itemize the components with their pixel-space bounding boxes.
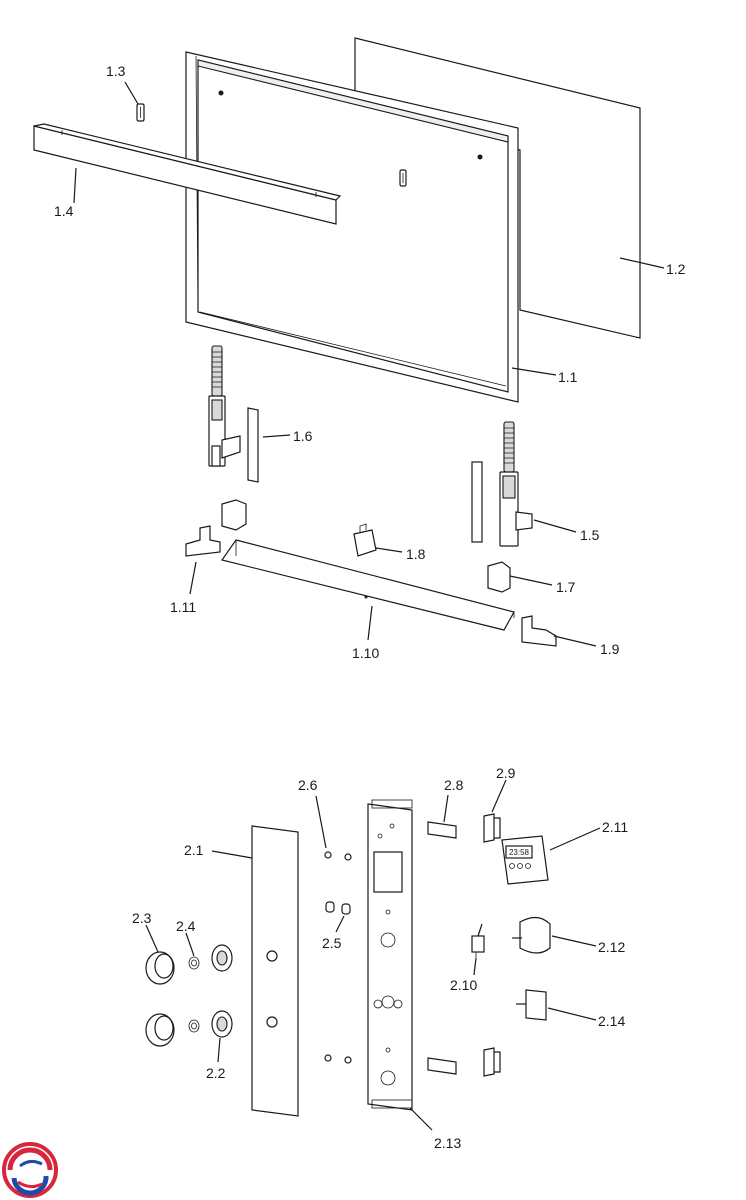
- part-1-5-hinge-right: [471, 421, 533, 547]
- callout-2-14: 2.14: [598, 1013, 625, 1029]
- callout-1-4: 1.4: [54, 203, 74, 219]
- callout-1-7: 1.7: [556, 579, 576, 595]
- part-2-3-knob: [145, 951, 175, 1047]
- callout-2-3: 2.3: [132, 910, 152, 926]
- part-1-4-handle: [33, 123, 342, 225]
- brand-logo-icon: [2, 1142, 58, 1198]
- callout-2-6: 2.5: [322, 935, 342, 951]
- callout-1-2: 1.2: [666, 261, 686, 277]
- part-2-2-back-plate: [367, 799, 413, 1111]
- part-1-7-clip: [487, 561, 511, 593]
- callout-2-13: 2.12: [598, 939, 625, 955]
- callout-1-3: 1.3: [106, 63, 126, 79]
- callout-1-8: 1.8: [406, 546, 426, 562]
- part-2-10-bracket: [483, 813, 501, 1077]
- callout-2-2: 2.13: [434, 1135, 461, 1151]
- callout-labels: 1.3 1.4 1.2 1.1 1.6 1.5 1.8 1.7 1.11 1.9…: [54, 63, 686, 1151]
- callout-2-5: 2.2: [206, 1065, 226, 1081]
- part-1-8-cap: [353, 523, 377, 557]
- part-1-1-door-frame: [185, 51, 519, 403]
- callout-2-11: 2.10: [450, 977, 477, 993]
- callout-1-5: 1.5: [580, 527, 600, 543]
- part-2-14-switch-block: [516, 989, 547, 1021]
- part-1-11-bracket: [185, 499, 247, 557]
- callout-1-6: 1.6: [293, 428, 313, 444]
- part-1-3-clip: [136, 103, 145, 122]
- part-hinge-left: [208, 345, 241, 467]
- part-2-8-pins: [324, 851, 352, 1064]
- callout-2-4: 2.4: [176, 918, 196, 934]
- part-1-10-bottom-rail: [221, 539, 515, 631]
- part-2-13-thermostat: [512, 916, 551, 954]
- callout-1-10: 1.10: [352, 645, 379, 661]
- part-2-11-switch: [471, 923, 485, 958]
- callout-2-8: 2.6: [298, 777, 318, 793]
- callout-2-12: 2.11: [602, 819, 628, 835]
- part-1-6-hinge-strip: [247, 407, 259, 483]
- part-1-9-bracket: [521, 615, 557, 647]
- part-2-12-timer: 23:58: [501, 835, 549, 885]
- leader-lines: [73, 81, 665, 1131]
- callout-2-9: 2.8: [444, 777, 464, 793]
- part-2-9-tab: [427, 821, 457, 1075]
- callout-1-11: 1.11: [170, 599, 196, 615]
- callout-1-1: 1.1: [558, 369, 578, 385]
- callout-2-1: 2.1: [184, 842, 204, 858]
- callout-1-9: 1.9: [600, 641, 620, 657]
- part-2-4-spring: [188, 956, 200, 1033]
- part-2-6-spacers: [325, 901, 351, 915]
- part-2-1-front-panel: [251, 825, 299, 1117]
- callout-2-10: 2.9: [496, 765, 516, 781]
- timer-display-text: 23:58: [509, 848, 530, 857]
- part-2-5-bezel: [211, 944, 233, 1038]
